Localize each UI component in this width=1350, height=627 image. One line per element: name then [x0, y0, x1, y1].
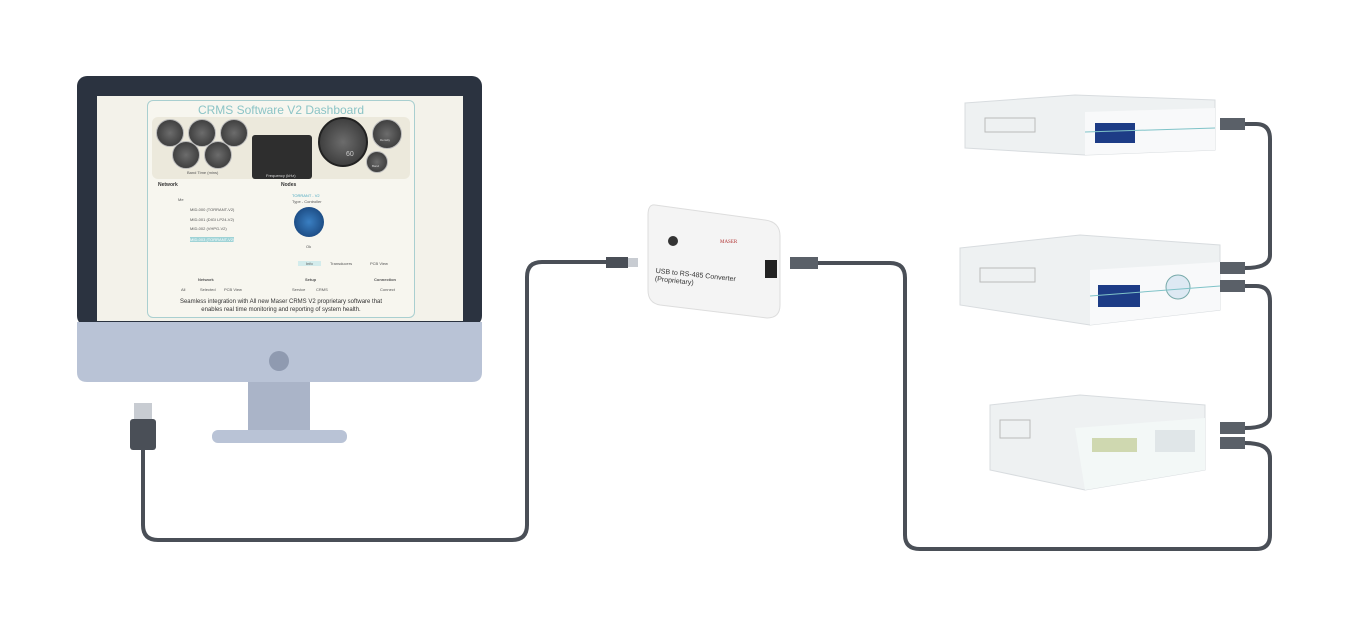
network-heading: Network	[158, 182, 178, 188]
tab-transducers[interactable]: Transducers	[330, 261, 353, 266]
crms-dashboard: CRMS Software V2 Dashboard Band Time (mi…	[147, 100, 415, 318]
band-gauge: Band	[366, 151, 388, 173]
bottom-network-title: Network	[198, 277, 214, 282]
density-gauge: Density	[372, 119, 402, 149]
density-label: Density	[380, 138, 391, 142]
cables	[141, 122, 1272, 551]
monitor-base	[212, 430, 347, 443]
network-item[interactable]: MID-000 (TORRANT-V2)	[190, 207, 235, 212]
link-cable-middle-bottom	[1244, 284, 1272, 430]
speed-value: 60	[346, 151, 354, 158]
converter-rj45-port	[765, 260, 777, 278]
device-top	[964, 94, 1216, 156]
btn-crms[interactable]: CRMS	[316, 287, 328, 292]
monitor-screen: CRMS Software V2 Dashboard Band Time (mi…	[97, 96, 463, 321]
usb-plug-metal	[134, 403, 152, 419]
btn-service[interactable]: Service	[292, 287, 306, 292]
link-cable-top-middle	[1244, 122, 1272, 270]
torrant-v2-logo	[294, 207, 324, 237]
caption-line-1: Seamless integration with All new Maser …	[179, 299, 383, 305]
dashboard-title: CRMS Software V2 Dashboard	[197, 103, 365, 117]
btn-all[interactable]: All	[181, 287, 186, 292]
node-status: Ok	[306, 244, 312, 249]
chart-xlabel: Frequency (kHz)	[266, 173, 296, 178]
gauge	[204, 141, 232, 169]
monitor-stand	[248, 382, 310, 430]
network-item-selected[interactable]: MID-003 (TORRANT-V2)	[190, 237, 235, 242]
nodes-heading: Nodes	[281, 182, 297, 188]
btn-selected[interactable]: Selected	[200, 287, 216, 292]
bottom-setup-title: Setup	[305, 277, 317, 282]
bottom-connection-title: Connection	[374, 277, 396, 282]
gauge-panel: Band Time (mins) Frequency (kHz) 60 Dens…	[152, 117, 410, 179]
usb-plug-body	[130, 419, 156, 450]
gauge-caption: Band Time (mins)	[187, 170, 219, 175]
rs485-cable-main	[818, 261, 1272, 551]
node-name: TORRANT - V2	[292, 193, 320, 198]
btn-pcb-view[interactable]: PCB View	[224, 287, 242, 292]
node-type: Type - Controller	[292, 199, 322, 204]
rj45-plug-converter	[790, 257, 818, 269]
network-item[interactable]: MID-002 (VHPG-V2)	[190, 226, 227, 231]
dashboard-caption: Seamless integration with All new Maser …	[148, 298, 414, 314]
frequency-chart: Frequency (kHz)	[252, 135, 312, 179]
network-root: Me	[178, 197, 184, 202]
device-rj45-plugs	[1220, 118, 1245, 449]
network-item[interactable]: MID-001 (DIGI LP24-V2)	[190, 217, 235, 222]
btn-connect[interactable]: Connect	[380, 287, 395, 292]
speed-gauge: 60	[318, 117, 368, 167]
usb-plug-converter	[606, 257, 628, 268]
caption-line-2: enables real time monitoring and reporti…	[201, 307, 361, 313]
converter-brand-logo: MASER	[720, 240, 738, 245]
device-middle	[959, 234, 1221, 326]
converter-led	[668, 236, 678, 246]
monitor-button	[269, 351, 289, 371]
usb-cable	[141, 260, 610, 542]
converter-box	[647, 204, 781, 319]
gauge	[172, 141, 200, 169]
band-label: Band	[372, 164, 380, 168]
usb-plug-tip	[628, 258, 638, 267]
tab-info[interactable]: Info	[298, 261, 321, 266]
tab-pcb-view[interactable]: PCB View	[370, 261, 388, 266]
device-bottom	[989, 394, 1206, 491]
